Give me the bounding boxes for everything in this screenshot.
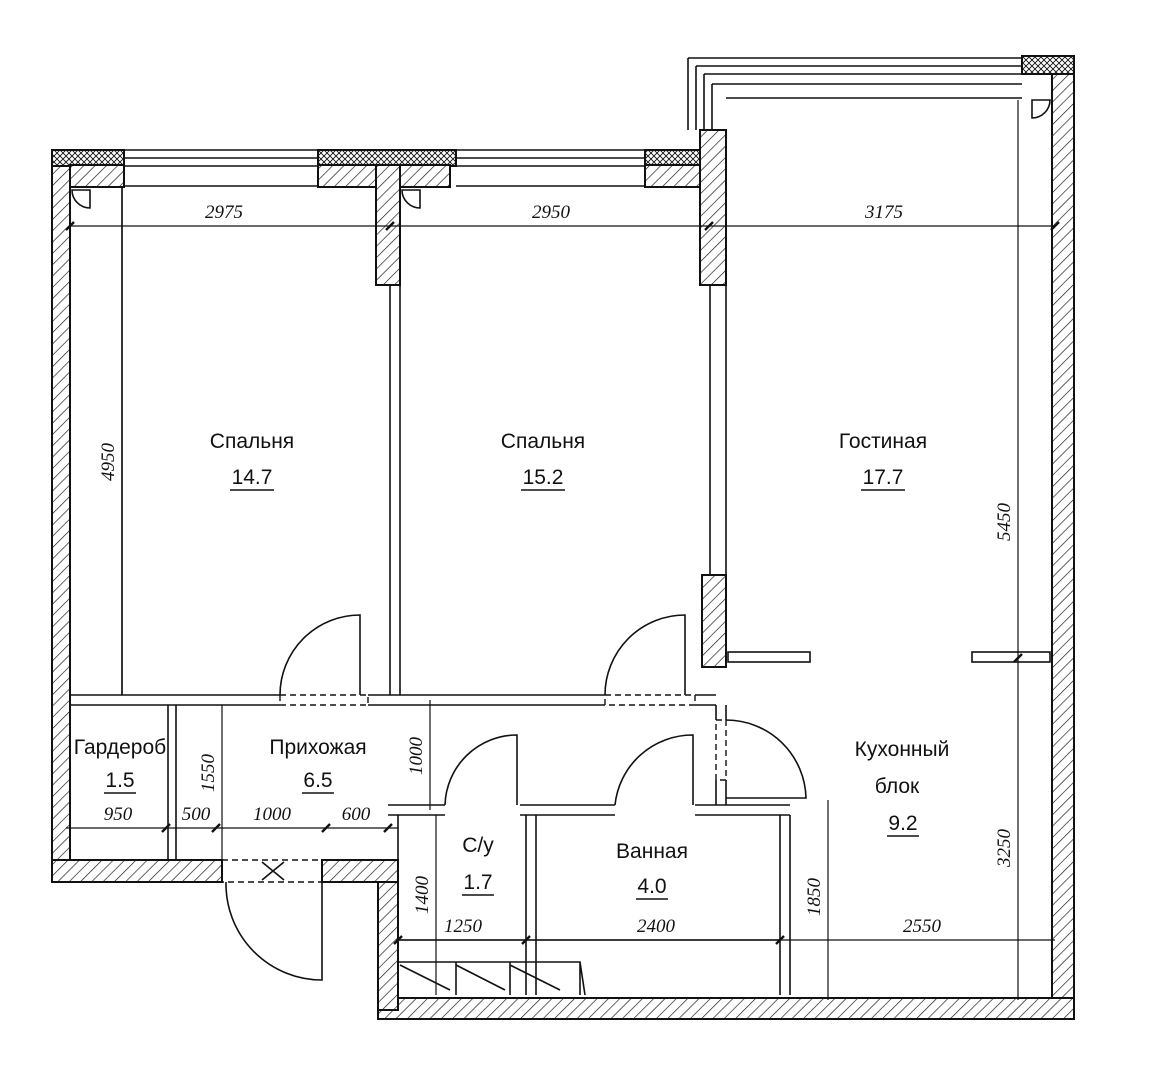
room-area: 6.5 bbox=[303, 769, 332, 792]
dim-kitchen-width: 2550 bbox=[903, 916, 942, 937]
room-kitchen: Кухонный блок 9.2 bbox=[855, 738, 950, 837]
dim-1000: 1000 bbox=[253, 804, 292, 825]
dimension-labels: 2975 2950 3175 4950 5450 3250 950 500 10… bbox=[98, 202, 1015, 937]
dim-bath-height: 1850 bbox=[804, 878, 825, 917]
room-living: Гостиная 17.7 bbox=[839, 430, 927, 491]
room-wc: С/у 1.7 bbox=[462, 834, 494, 896]
dim-wardrobe-width: 950 bbox=[104, 804, 133, 825]
dim-wc-height: 1400 bbox=[412, 876, 433, 915]
room-name: Кухонный bbox=[855, 738, 950, 761]
dim-wc-width: 1250 bbox=[444, 916, 483, 937]
room-name: Ванная bbox=[616, 840, 688, 863]
room-name-line2: блок bbox=[875, 775, 920, 798]
doors bbox=[221, 614, 807, 981]
dim-500: 500 bbox=[182, 804, 211, 825]
dim-left-height: 4950 bbox=[98, 443, 119, 482]
dim-right-upper: 5450 bbox=[994, 503, 1015, 542]
room-name: Прихожая bbox=[269, 736, 366, 759]
room-name: Гардероб bbox=[74, 736, 166, 759]
room-area: 15.2 bbox=[523, 466, 564, 489]
room-bedroom-1: Спальня 14.7 bbox=[210, 430, 294, 491]
room-name: Спальня bbox=[501, 430, 585, 453]
dimension-lines bbox=[65, 100, 1060, 1000]
room-area: 4.0 bbox=[637, 875, 666, 898]
room-area: 9.2 bbox=[888, 812, 917, 835]
dim-top-3: 3175 bbox=[864, 202, 903, 223]
room-area: 17.7 bbox=[863, 466, 904, 489]
dim-top-1: 2975 bbox=[205, 202, 243, 223]
room-hallway: Прихожая 6.5 bbox=[269, 736, 367, 794]
room-area: 1.7 bbox=[463, 871, 492, 894]
exterior-walls bbox=[51, 55, 1075, 1020]
corner-markers bbox=[71, 99, 1051, 209]
dim-top-2: 2950 bbox=[532, 202, 571, 223]
dim-bath-width: 2400 bbox=[637, 916, 676, 937]
dim-right-lower: 3250 bbox=[994, 829, 1015, 869]
room-bedroom-2: Спальня 15.2 bbox=[501, 430, 585, 491]
room-name: Гостиная bbox=[839, 430, 927, 453]
room-name: Спальня bbox=[210, 430, 294, 453]
dim-600: 600 bbox=[342, 804, 371, 825]
room-area: 14.7 bbox=[232, 466, 273, 489]
room-wardrobe: Гардероб 1.5 bbox=[74, 736, 166, 794]
dim-wardrobe-height: 1550 bbox=[198, 754, 219, 793]
room-area: 1.5 bbox=[105, 769, 134, 792]
dim-hall-1000: 1000 bbox=[406, 737, 427, 776]
room-name: С/у bbox=[462, 834, 494, 857]
room-bath: Ванная 4.0 bbox=[616, 840, 688, 900]
